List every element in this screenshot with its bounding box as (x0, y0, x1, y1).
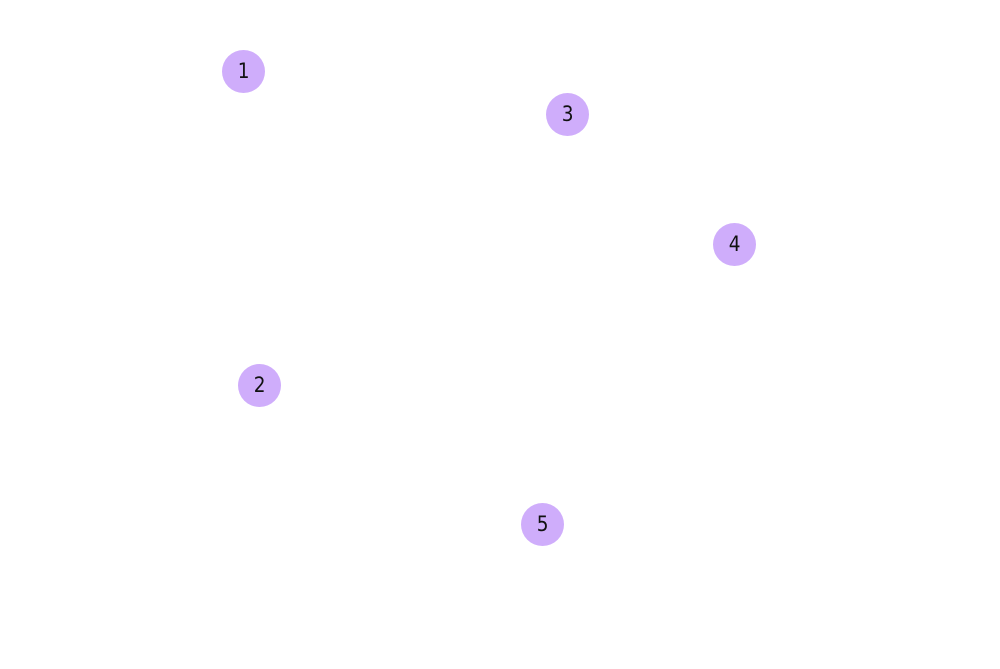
node-5-label: 5 (536, 511, 549, 536)
node-3[interactable]: 3 (545, 92, 589, 136)
node-5[interactable]: 5 (520, 502, 564, 546)
node-3-label: 3 (561, 101, 574, 126)
node-4-label: 4 (728, 231, 741, 256)
node-1-label: 1 (237, 58, 250, 83)
node-2[interactable]: 2 (237, 363, 281, 407)
node-4[interactable]: 4 (712, 222, 756, 266)
node-1[interactable]: 1 (221, 49, 265, 93)
node-2-label: 2 (253, 372, 266, 397)
